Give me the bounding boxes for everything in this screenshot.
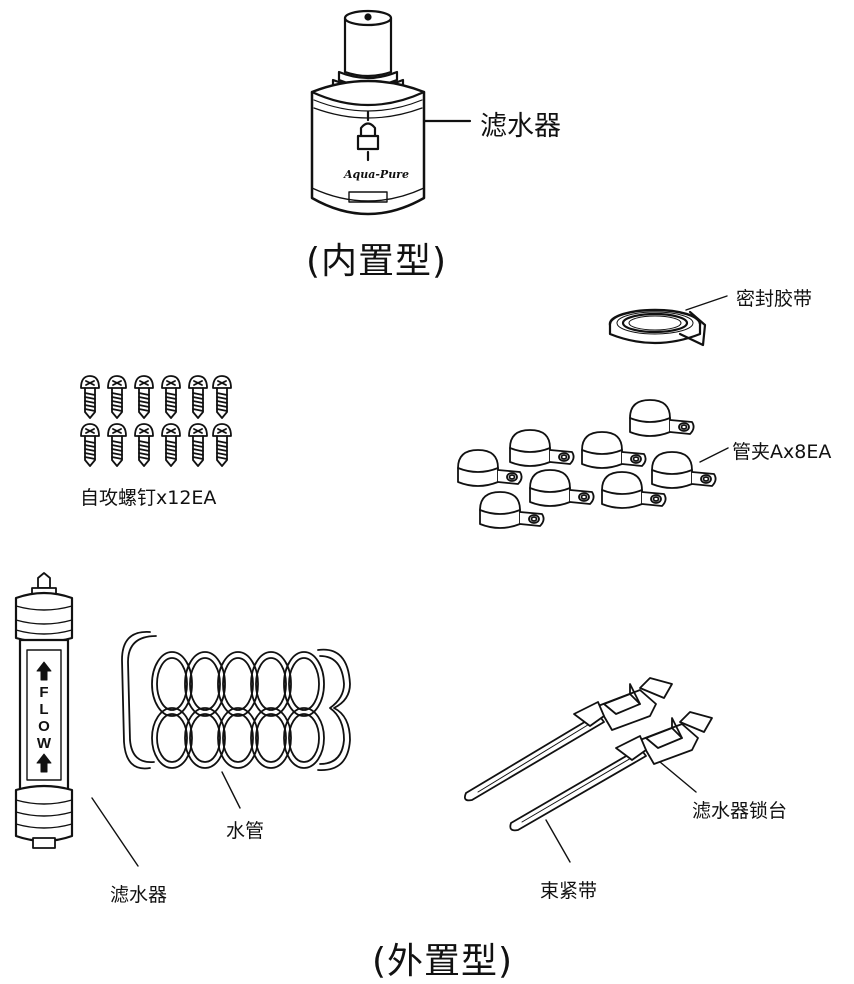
screw [212,423,232,467]
filter-leader-line-bottom [91,797,139,867]
sealing-tape [608,308,707,347]
tube-leader-line [221,771,241,809]
flow-letter: W [36,735,52,752]
screw [134,423,154,467]
clamps-leader-line [699,447,729,463]
cable-tie-leader-line [545,819,571,863]
screw [80,375,100,419]
label-filter-holder: 滤水器锁台 [692,800,788,822]
screw [134,375,154,419]
label-filter-external: 滤水器 [110,884,168,906]
pipe-clamp [629,399,695,437]
flow-letter: L [39,701,49,718]
label-filter-internal: 滤水器 [480,111,561,142]
screws-group [80,375,232,467]
screw [188,375,208,419]
pipe-clamp [509,429,575,467]
tape-leader-line [685,295,728,311]
pipe-clamp [651,451,717,489]
label-screws: 自攻螺钉x12EA [80,487,217,509]
external-filter [14,572,74,849]
internal-filter [310,9,426,216]
caption-internal-type: (内置型) [306,241,448,282]
screw [161,423,181,467]
label-pipe-clamps: 管夹Ax8EA [732,441,832,463]
label-sealing-tape: 密封胶带 [736,288,813,310]
holder-leader-line [659,761,697,793]
cable-ties [463,677,713,832]
pipe-clamp [581,431,647,469]
flow-letter: F [39,684,49,701]
screw [161,375,181,419]
screw [107,375,127,419]
screw [212,375,232,419]
screw [188,423,208,467]
pipe-clamp [529,469,595,507]
screw [80,423,100,467]
pipe-clamps-group [457,399,717,529]
water-tube-coil [121,631,351,771]
filter-brand-logo: Aqua-Pure [344,168,409,181]
flow-letter: O [38,718,50,735]
label-cable-tie: 束紧带 [540,880,598,902]
flow-label: F L O W [35,684,53,752]
caption-external-type: (外置型) [372,941,514,982]
screw [107,423,127,467]
label-water-tube: 水管 [226,820,265,842]
